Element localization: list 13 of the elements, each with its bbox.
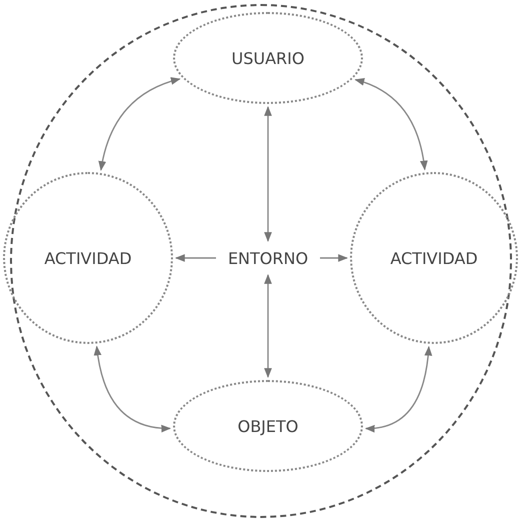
ellipse-node: OBJETO <box>173 380 363 472</box>
ellipse-node: USUARIO <box>173 12 363 104</box>
arrow <box>264 274 272 378</box>
circle-node: ACTIVIDAD <box>3 172 173 344</box>
arrow <box>364 346 432 432</box>
arrow <box>98 78 181 171</box>
arrow <box>94 346 172 432</box>
circle-node: ACTIVIDAD <box>350 172 518 344</box>
arrow <box>264 106 272 242</box>
arrow <box>320 254 348 262</box>
arrow <box>354 78 428 170</box>
text-label: ENTORNO <box>220 245 316 271</box>
arrow <box>175 254 216 262</box>
